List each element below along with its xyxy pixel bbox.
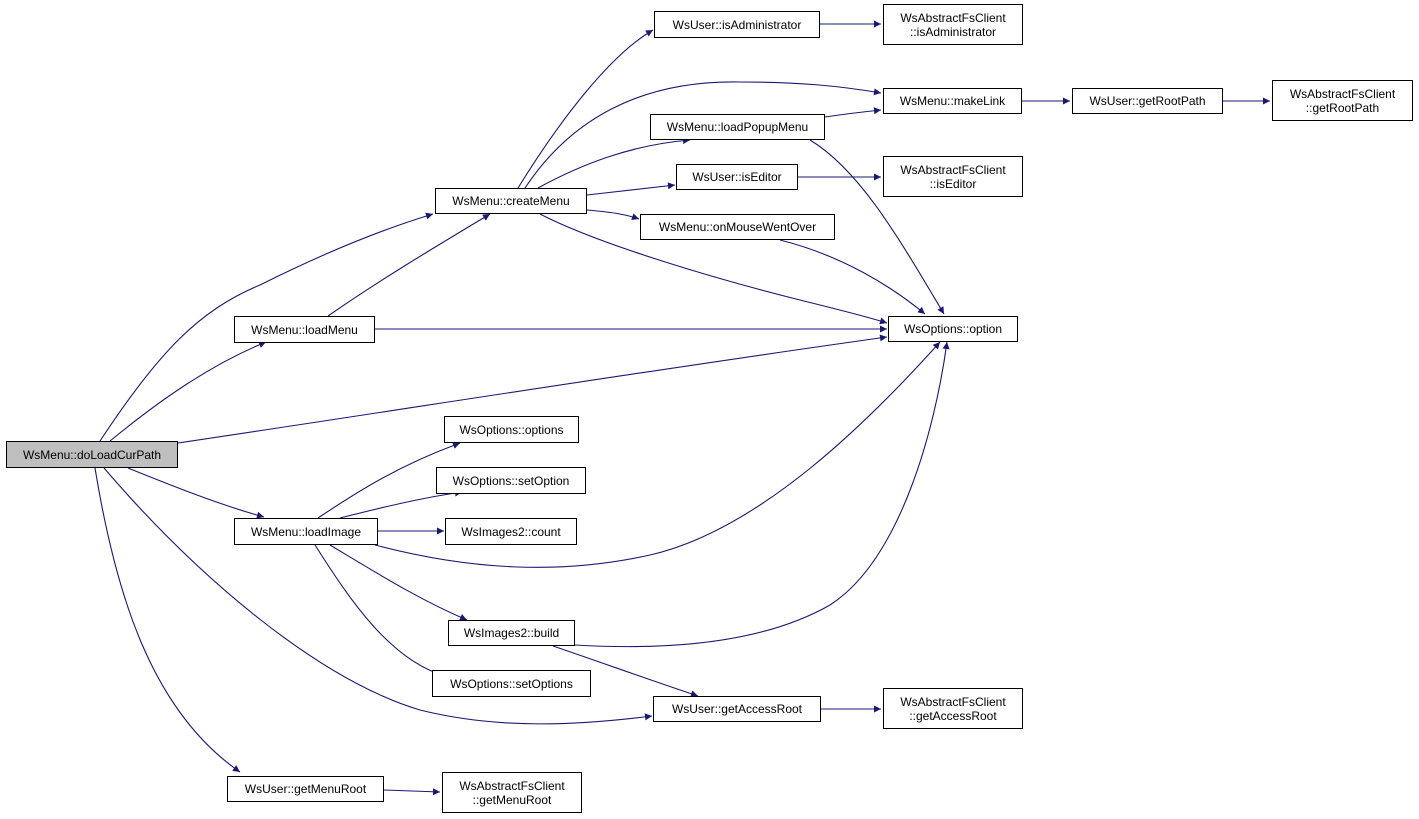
node-wsmenu-makelink[interactable]: WsMenu::makeLink	[883, 88, 1022, 114]
edge-doloadcurpath-to-getmenuroot	[94, 467, 241, 773]
node-label-line: WsUser::getAccessRoot	[671, 702, 803, 716]
node-label-line: WsMenu::createMenu	[452, 194, 570, 208]
edge-createmenu-to-iseditor	[586, 182, 676, 196]
edge-build-to-option	[574, 341, 950, 648]
node-label-line: WsAbstractFsClient	[900, 162, 1006, 177]
node-label-line: WsMenu::loadImage	[250, 524, 362, 539]
node-wsmenu-loadpopupmenu[interactable]: WsMenu::loadPopupMenu	[650, 114, 825, 140]
edge-loadpopupmenu-to-option	[809, 139, 945, 315]
node-wsuser-isadministrator[interactable]: WsUser::isAdministrator	[654, 11, 820, 38]
edge-loadmenu-to-createmenu	[327, 213, 491, 317]
edge-createmenu-to-makelink	[524, 81, 882, 189]
edge-loadimage-to-options	[317, 442, 461, 519]
node-label-line: WsUser::isAdministrator	[672, 17, 802, 32]
node-wsabstractfsclient-getaccessroot[interactable]: WsAbstractFsClient ::getAccessRoot	[883, 688, 1023, 729]
node-label-line: WsImages2::count	[461, 524, 561, 539]
node-wsimages2-build[interactable]: WsImages2::build	[448, 620, 575, 646]
edge-loadimage-to-setoptions	[314, 544, 446, 678]
edge-loadimage-to-build	[329, 544, 468, 621]
node-wsoptions-setoptions[interactable]: WsOptions::setOptions	[432, 670, 591, 697]
node-label-line: ::getAccessRoot	[909, 708, 997, 723]
node-wsmenu-onmousewentover[interactable]: WsMenu::onMouseWentOver	[640, 214, 835, 240]
node-label-line: WsMenu::loadPopupMenu	[666, 120, 809, 134]
node-label-line: ::getRootPath	[1305, 100, 1380, 115]
edge-createmenu-to-loadpopupmenu	[537, 137, 691, 189]
node-wsabstractfsclient-iseditor[interactable]: WsAbstractFsClient ::isEditor	[883, 156, 1023, 197]
edge-onmousewentover-to-option	[779, 239, 926, 315]
edge-loadimage-to-setoption	[339, 489, 463, 519]
edge-doloadcurpath-to-option	[177, 334, 888, 444]
node-label-line: WsMenu::doLoadCurPath	[22, 447, 162, 462]
node-label-line: WsUser::getRootPath	[1089, 94, 1206, 108]
node-wsmenu-loadimage[interactable]: WsMenu::loadImage	[234, 518, 378, 545]
node-wsmenu-createmenu[interactable]: WsMenu::createMenu	[435, 188, 587, 214]
node-wsuser-getmenuroot[interactable]: WsUser::getMenuRoot	[227, 776, 384, 802]
edge-createmenu-to-isadministrator	[517, 29, 654, 189]
node-wsabstractfsclient-isadministrator[interactable]: WsAbstractFsClient ::isAdministrator	[883, 4, 1023, 45]
node-wsoptions-setoption[interactable]: WsOptions::setOption	[436, 467, 586, 494]
edge-loadimage-to-option	[374, 341, 941, 568]
node-label-line: ::getMenuRoot	[472, 792, 552, 807]
node-label-line: WsAbstractFsClient	[900, 10, 1006, 25]
node-label-line: WsOptions::option	[903, 322, 1003, 336]
edge-createmenu-to-onmousewentover	[586, 209, 640, 220]
node-wsabstractfsclient-getmenuroot[interactable]: WsAbstractFsClient ::getMenuRoot	[442, 772, 582, 813]
node-wsuser-getaccessroot[interactable]: WsUser::getAccessRoot	[653, 696, 821, 722]
node-label-line: ::isAdministrator	[909, 24, 997, 39]
node-label-line: WsOptions::setOption	[452, 473, 570, 488]
node-wsmenu-loadmenu[interactable]: WsMenu::loadMenu	[234, 316, 375, 343]
edge-doloadcurpath-to-loadmenu	[109, 341, 267, 442]
edge-build-to-getaccessroot	[552, 645, 699, 698]
edge-loadpopupmenu-to-makelink	[824, 107, 882, 118]
node-label-line: ::isEditor	[929, 176, 977, 191]
node-wsimages2-count[interactable]: WsImages2::count	[445, 518, 577, 545]
node-label-line: WsMenu::onMouseWentOver	[658, 220, 817, 234]
node-wsoptions-options[interactable]: WsOptions::options	[444, 416, 579, 443]
node-label-line: WsMenu::makeLink	[899, 94, 1006, 108]
edge-doloadcurpath-to-loadimage	[127, 467, 265, 519]
node-label-line: WsAbstractFsClient	[459, 778, 565, 793]
node-wsuser-iseditor[interactable]: WsUser::isEditor	[676, 164, 798, 190]
node-label-line: WsAbstractFsClient	[900, 694, 1006, 709]
node-wsabstractfsclient-getrootpath[interactable]: WsAbstractFsClient ::getRootPath	[1272, 80, 1413, 121]
edge-doloadcurpath-to-getaccessroot	[103, 467, 653, 725]
node-label-line: WsOptions::setOptions	[450, 676, 573, 691]
edge-getmenuroot-to-fsgetmenuroot	[383, 788, 441, 796]
node-label-line: WsUser::getMenuRoot	[244, 782, 367, 796]
edge-createmenu-to-option	[539, 213, 888, 325]
node-label-line: WsMenu::loadMenu	[251, 322, 358, 337]
node-label-line: WsAbstractFsClient	[1289, 86, 1396, 101]
node-wsoptions-option[interactable]: WsOptions::option	[888, 316, 1018, 342]
node-label-line: WsUser::isEditor	[692, 170, 782, 184]
node-label-line: WsImages2::build	[463, 626, 560, 640]
node-wsmenu-doloadcurpath: WsMenu::doLoadCurPath	[6, 441, 178, 468]
node-label-line: WsOptions::options	[459, 422, 564, 437]
edge-doloadcurpath-to-createmenu	[99, 212, 434, 442]
node-wsuser-getrootpath[interactable]: WsUser::getRootPath	[1072, 88, 1223, 114]
